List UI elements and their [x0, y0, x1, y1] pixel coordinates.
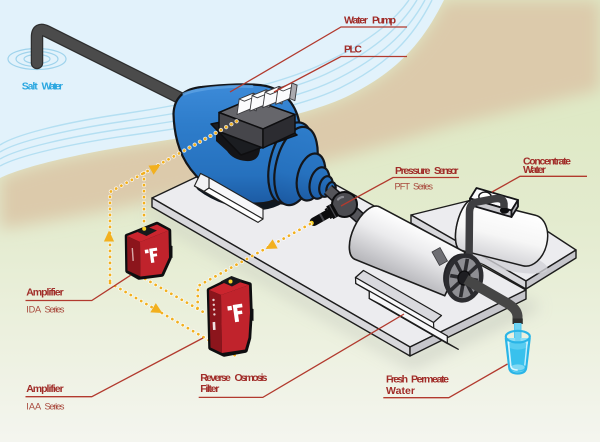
svg-text:PFT: PFT — [395, 182, 411, 192]
svg-text:IDA: IDA — [26, 305, 42, 315]
svg-text:Sensor: Sensor — [434, 165, 459, 177]
svg-text:Osmosis: Osmosis — [235, 372, 268, 384]
svg-text:Pressure: Pressure — [395, 165, 431, 177]
svg-text:Permeate: Permeate — [411, 374, 449, 386]
svg-text:Water: Water — [523, 164, 546, 176]
svg-text:Water: Water — [344, 15, 368, 27]
svg-text:Water: Water — [386, 385, 415, 397]
svg-text:Filter: Filter — [200, 383, 219, 395]
svg-text:Pump: Pump — [372, 15, 396, 27]
svg-text:Fresh: Fresh — [386, 374, 408, 386]
svg-text:Series: Series — [45, 305, 65, 315]
svg-text:Water: Water — [42, 81, 64, 93]
svg-text:Amplifier: Amplifier — [26, 383, 64, 395]
svg-text:IAA: IAA — [26, 402, 42, 412]
svg-text:Salt: Salt — [22, 81, 39, 93]
svg-text:PLC: PLC — [344, 44, 362, 56]
svg-text:Series: Series — [413, 182, 433, 192]
svg-text:Amplifier: Amplifier — [26, 287, 64, 299]
svg-text:Reverse: Reverse — [200, 372, 231, 384]
svg-text:Concentrate: Concentrate — [523, 156, 571, 168]
svg-text:Series: Series — [45, 402, 65, 412]
